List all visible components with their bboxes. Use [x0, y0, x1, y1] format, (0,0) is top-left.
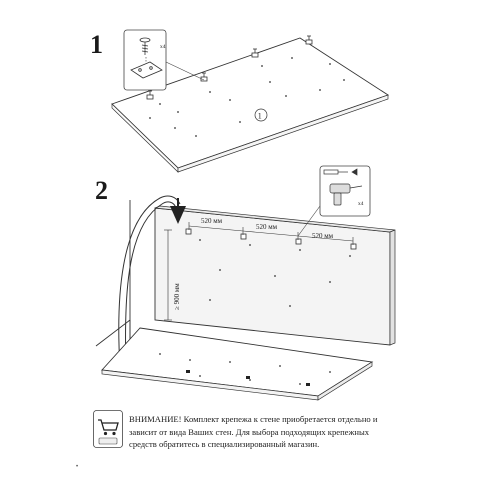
- lift-arrow: [118, 195, 186, 369]
- notice-text: ВНИМАНИЕ! Комплект крепежа к стене приоб…: [129, 413, 459, 451]
- drill-icon: [329, 183, 363, 206]
- step-1-callout: x4: [123, 29, 205, 91]
- step-1-panel: [111, 37, 390, 173]
- step-2-floor-panel: [101, 327, 374, 401]
- step-2-number: 2: [95, 176, 108, 205]
- step-1-part-number: 1: [258, 112, 262, 121]
- notice-line-3: средств обратитесь в специализированный …: [129, 439, 320, 449]
- step-2-qty: x4: [358, 201, 364, 207]
- step-1-qty: x4: [160, 44, 166, 50]
- page-mark: •: [76, 464, 79, 470]
- screw-icon: [139, 37, 151, 55]
- attention-notice: ВНИМАНИЕ! Комплект крепежа к стене приоб…: [93, 407, 473, 459]
- spacing-label-2: 520 мм: [256, 223, 278, 231]
- step-1-number: 1: [90, 30, 103, 59]
- height-label: ≥ 900 мм: [173, 283, 181, 310]
- wall-plug-icon: [323, 168, 358, 176]
- step-2-wall: [95, 200, 396, 372]
- shopping-cart-icon: [93, 410, 123, 448]
- notice-line-2: зависит от вида Ваших стен. Для выбора п…: [129, 426, 370, 437]
- spacing-label-1: 520 мм: [201, 217, 223, 225]
- drill-callout: x4: [297, 165, 371, 237]
- notice-icon-box: [93, 410, 123, 448]
- spacing-label-3: 520 мм: [312, 232, 334, 240]
- bracket-icon: [130, 61, 163, 79]
- step-2-dimensions: [164, 222, 354, 321]
- notice-line-1: ВНИМАНИЕ! Комплект крепежа к стене приоб…: [129, 414, 378, 424]
- step-1-brackets: [146, 35, 313, 100]
